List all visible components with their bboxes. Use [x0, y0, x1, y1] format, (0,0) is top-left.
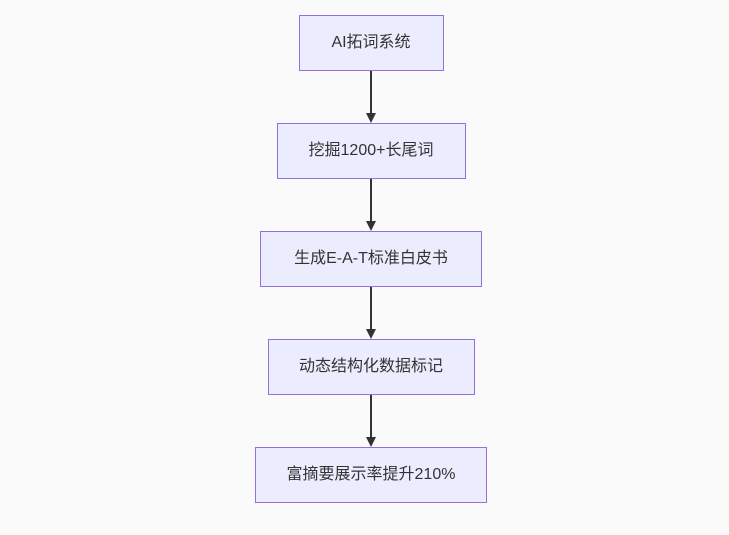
arrow-line: [370, 395, 372, 437]
flow-node-label: 富摘要展示率提升210%: [286, 466, 456, 483]
flow-node-ai-keyword-system: AI拓词系统: [298, 15, 444, 71]
flow-node-label: 挖掘1200+长尾词: [308, 142, 434, 159]
arrowhead-down-icon: [366, 113, 376, 123]
flow-arrow-2: [366, 179, 376, 231]
arrow-line: [370, 71, 372, 113]
flow-arrow-1: [366, 71, 376, 123]
flow-arrow-4: [366, 395, 376, 447]
flowchart-column: AI拓词系统 挖掘1200+长尾词 生成E-A-T标准白皮书 动态结构化数据标记: [255, 15, 487, 503]
arrow-line: [370, 287, 372, 329]
flow-node-label: 生成E-A-T标准白皮书: [294, 250, 448, 267]
arrowhead-down-icon: [366, 221, 376, 231]
arrowhead-down-icon: [366, 437, 376, 447]
flow-arrow-3: [366, 287, 376, 339]
flow-node-structured-data-markup: 动态结构化数据标记: [267, 339, 475, 395]
flow-node-longtail-mining: 挖掘1200+长尾词: [276, 123, 466, 179]
flow-node-label: 动态结构化数据标记: [298, 358, 443, 375]
flow-node-eat-whitepaper: 生成E-A-T标准白皮书: [260, 231, 482, 287]
flow-node-label: AI拓词系统: [331, 34, 411, 51]
arrow-line: [370, 179, 372, 221]
arrowhead-down-icon: [366, 329, 376, 339]
flow-node-rich-snippet-result: 富摘要展示率提升210%: [255, 447, 487, 503]
